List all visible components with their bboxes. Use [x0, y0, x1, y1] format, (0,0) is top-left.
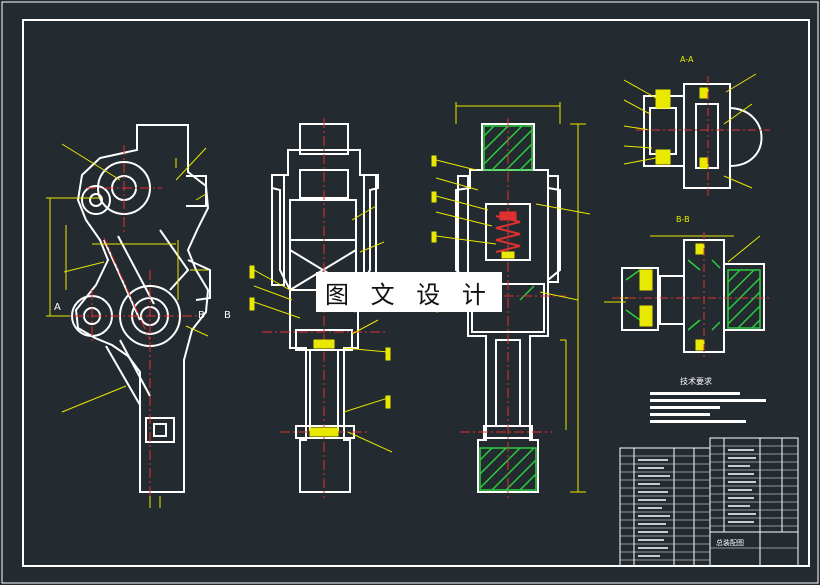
parts-list-rows [620, 445, 798, 561]
section-bb-hatch [625, 259, 761, 331]
view-side-centerlines [56, 145, 198, 500]
section-bb-centerlines [612, 232, 772, 360]
view-axial-dimensions [431, 102, 591, 493]
watermark-text: 图 文 设 计 [325, 280, 493, 309]
title-block-caption: 总装配图 [716, 538, 744, 547]
section-aa-label: A-A [680, 55, 694, 64]
watermark-banner: 图 文 设 计 [316, 272, 502, 312]
view-side-elevation [71, 124, 211, 493]
view-side-dimensions [46, 143, 209, 508]
inner-frame [22, 19, 810, 567]
section-aa-centerlines [636, 76, 770, 196]
section-aa-details [623, 73, 757, 189]
parts-list-text-marks [638, 449, 756, 557]
view-axial-spring [495, 215, 521, 253]
view-marker-left-a: A [54, 302, 61, 313]
section-bb-label: B-B [676, 215, 690, 224]
notes-title: 技术要求 [680, 376, 712, 386]
technical-notes-lines [650, 392, 766, 423]
parts-list-table [619, 437, 799, 567]
view-marker-left-b: B [198, 310, 205, 321]
view-marker-right-b: B [224, 310, 231, 321]
section-bb-details [604, 235, 761, 351]
